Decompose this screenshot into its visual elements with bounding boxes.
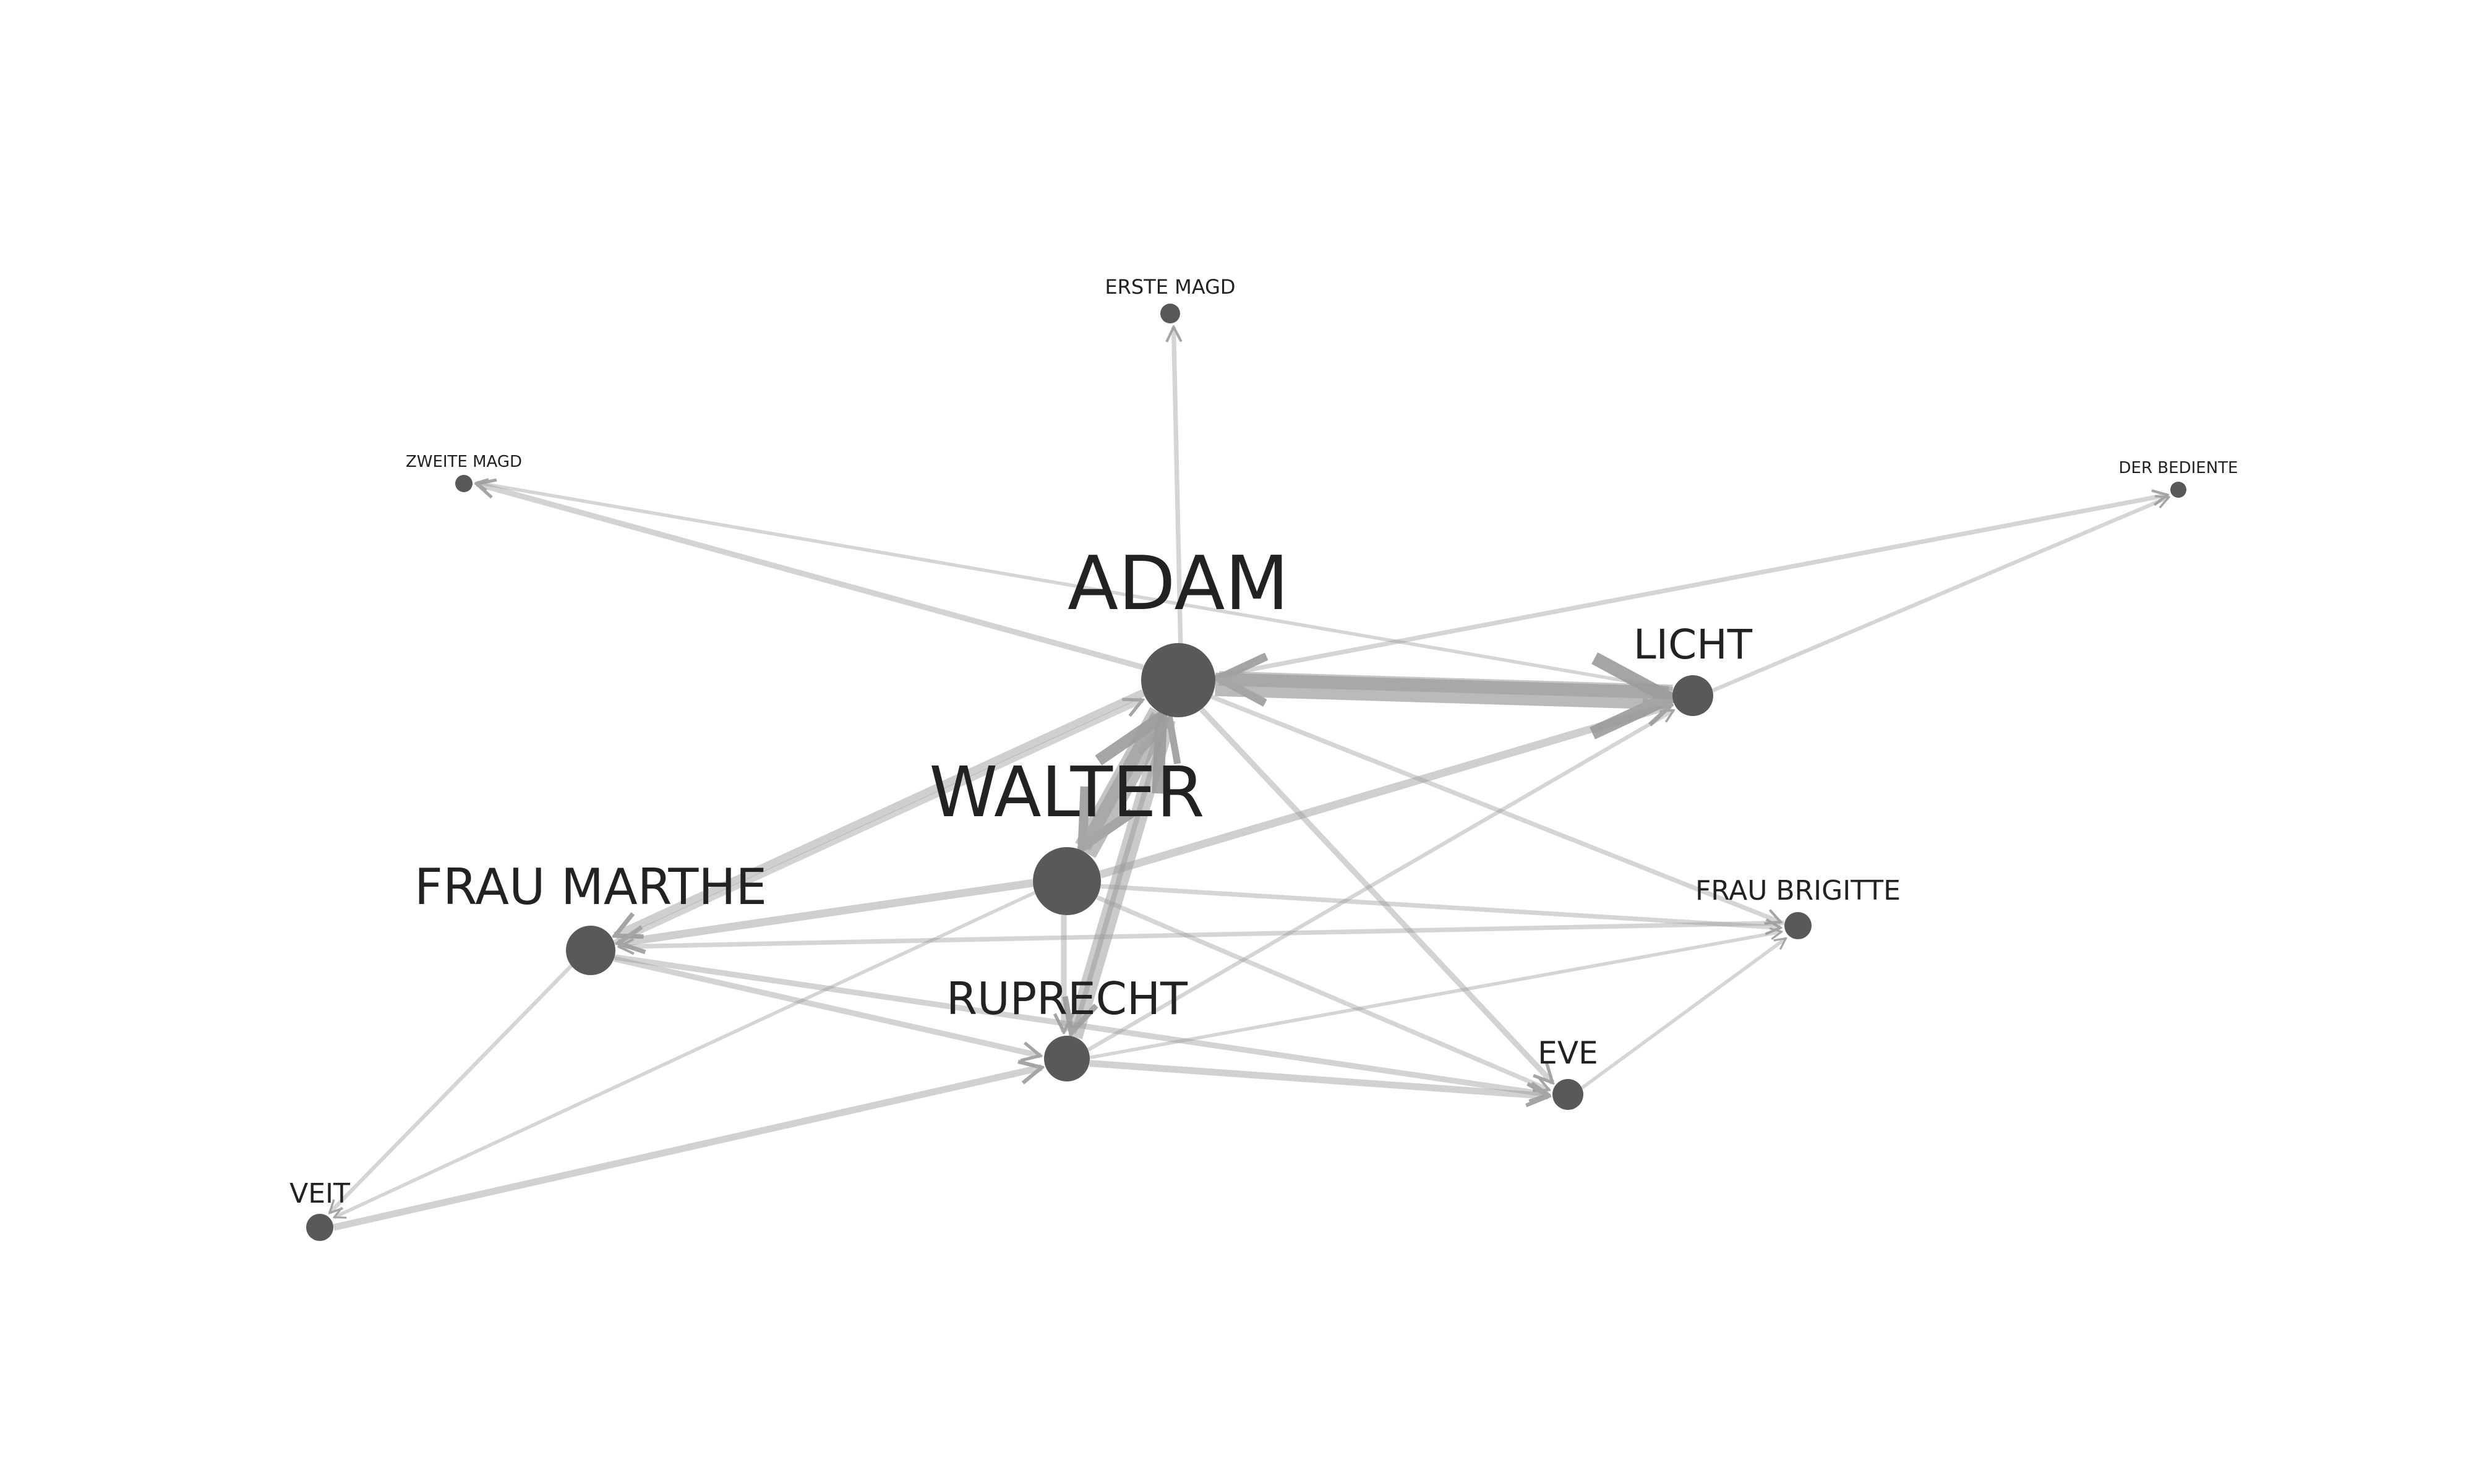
node-walter[interactable] bbox=[1033, 847, 1101, 915]
node-zweite-magd[interactable] bbox=[455, 475, 473, 492]
edge-adam-to-erste_magd bbox=[1174, 327, 1183, 643]
edge-adam-to-ruprecht bbox=[1071, 713, 1170, 1032]
edge-frau_brigitte-to-frau_marthe bbox=[619, 920, 1784, 947]
edge-licht-to-adam bbox=[1219, 678, 1673, 692]
label-zweite-magd: ZWEITE MAGD bbox=[406, 453, 522, 471]
edge-eve-to-frau_brigitte bbox=[1581, 937, 1786, 1090]
edge-adam-to-frau_marthe bbox=[615, 689, 1145, 940]
node-adam[interactable] bbox=[1141, 643, 1215, 717]
nodes-layer bbox=[306, 304, 2186, 1241]
edge-licht-to-der_bediente bbox=[1712, 497, 2168, 693]
label-eve: EVE bbox=[1538, 1035, 1598, 1071]
node-frau-brigitte[interactable] bbox=[1784, 912, 1812, 939]
edge-frau_marthe-to-ruprecht bbox=[613, 956, 1040, 1056]
edge-adam-to-zweite_magd bbox=[477, 484, 1144, 670]
node-frau-marthe[interactable] bbox=[566, 926, 615, 975]
node-erste-magd[interactable] bbox=[1160, 304, 1180, 323]
edge-ruprecht-to-frau_brigitte bbox=[1089, 932, 1781, 1060]
label-frau-brigitte: FRAU BRIGITTE bbox=[1695, 875, 1901, 906]
edge-walter-to-licht bbox=[1099, 706, 1671, 879]
label-veit: VEIT bbox=[289, 1178, 350, 1209]
node-licht[interactable] bbox=[1672, 675, 1713, 716]
node-ruprecht[interactable] bbox=[1044, 1036, 1090, 1081]
node-der-bediente[interactable] bbox=[2170, 482, 2186, 498]
edge-walter-to-frau_brigitte bbox=[1100, 884, 1781, 927]
edge-frau_marthe-to-eve bbox=[614, 954, 1549, 1095]
label-erste-magd: ERSTE MAGD bbox=[1105, 275, 1235, 299]
label-der-bediente: DER BEDIENTE bbox=[2119, 459, 2238, 477]
label-frau-marthe: FRAU MARTHE bbox=[414, 858, 767, 916]
edge-ruprecht-to-adam bbox=[1070, 720, 1170, 1039]
edge-ruprecht-to-eve bbox=[1089, 1060, 1549, 1096]
labels-layer: ADAM WALTER FRAU MARTHE RUPRECHT LICHT EVE FRA… bbox=[289, 275, 2238, 1209]
label-adam: ADAM bbox=[1068, 541, 1289, 627]
edge-adam-to-frau_brigitte bbox=[1210, 694, 1781, 923]
edge-adam-to-der_bediente bbox=[1215, 495, 2167, 679]
edge-walter-to-frau_marthe bbox=[618, 879, 1034, 943]
node-veit[interactable] bbox=[306, 1214, 333, 1241]
label-walter: WALTER bbox=[929, 753, 1204, 833]
edge-walter-to-eve bbox=[1096, 895, 1549, 1090]
label-ruprecht: RUPRECHT bbox=[946, 973, 1188, 1025]
edge-frau_marthe-to-veit bbox=[330, 964, 573, 1213]
edge-veit-to-ruprecht bbox=[333, 1067, 1042, 1231]
node-eve[interactable] bbox=[1552, 1079, 1583, 1110]
label-licht: LICHT bbox=[1633, 621, 1753, 668]
edge-licht-to-zweite_magd bbox=[477, 483, 1674, 691]
edges-layer bbox=[330, 327, 2169, 1231]
edge-ruprecht-to-licht bbox=[1087, 709, 1674, 1052]
edge-walter-to-veit bbox=[334, 891, 1036, 1219]
edge-adam-to-eve bbox=[1199, 707, 1553, 1083]
edge-frau_marthe-to-adam bbox=[613, 697, 1142, 945]
